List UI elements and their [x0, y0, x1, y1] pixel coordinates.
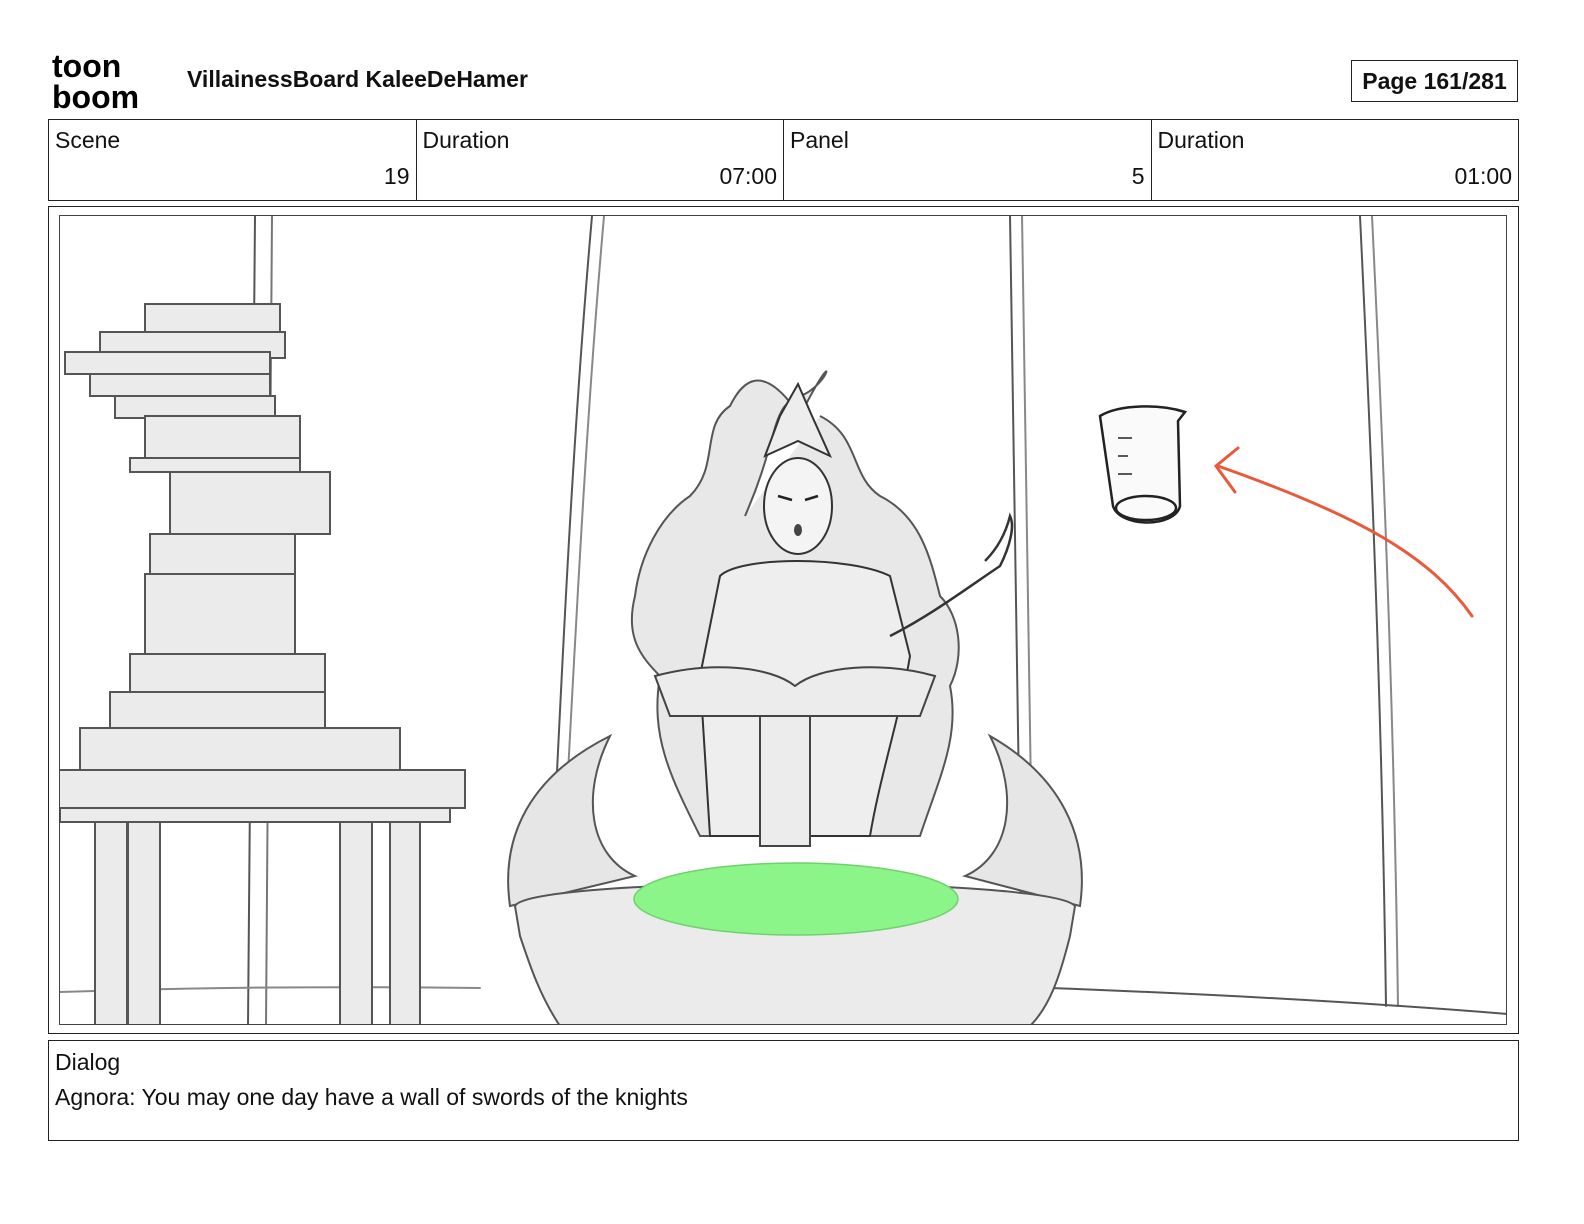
- toon-boom-logo: toon boom: [52, 48, 164, 115]
- project-title: VillainessBoard KaleeDeHamer: [187, 66, 528, 92]
- open-book-lectern: [653, 666, 937, 847]
- dialog-text: Agnora: You may one day have a wall of s…: [55, 1084, 688, 1110]
- beaker-icon: [1098, 405, 1188, 524]
- scene-label: Scene: [55, 127, 121, 153]
- dialog-label: Dialog: [55, 1049, 121, 1075]
- logo-line1: toon: [52, 50, 121, 84]
- scene-duration-label: Duration: [422, 127, 510, 153]
- info-row: Scene 19 Duration 07:00 Panel 5 Duration…: [48, 119, 1519, 201]
- logo-line2: boom: [52, 79, 139, 112]
- motion-arrow-icon: [1213, 446, 1474, 618]
- storyboard-panel-frame: [48, 206, 1519, 1034]
- pillar-line: [1359, 216, 1387, 1007]
- panel-value: 5: [1131, 163, 1145, 189]
- panel-duration-label: Duration: [1157, 127, 1245, 153]
- panel-duration-cell: Duration 01:00: [1152, 120, 1519, 200]
- scene-duration-value: 07:00: [719, 163, 777, 189]
- scene-cell: Scene 19: [49, 120, 417, 200]
- scene-value: 19: [383, 163, 410, 189]
- side-table: [60, 769, 466, 1024]
- panel-cell: Panel 5: [784, 120, 1152, 200]
- scene-duration-cell: Duration 07:00: [417, 120, 784, 200]
- dialog-box: Dialog Agnora: You may one day have a wa…: [48, 1040, 1519, 1141]
- panel-duration-value: 01:00: [1454, 163, 1512, 189]
- storyboard-panel-image: [59, 215, 1507, 1025]
- book-stack: [64, 303, 401, 771]
- character-crown: [763, 381, 833, 459]
- page-indicator: Page 161/281: [1351, 60, 1518, 102]
- character-face: [763, 457, 833, 555]
- cauldron: [507, 733, 1083, 1024]
- panel-label: Panel: [790, 127, 849, 153]
- green-potion: [633, 862, 959, 936]
- character-arm: [889, 512, 1014, 638]
